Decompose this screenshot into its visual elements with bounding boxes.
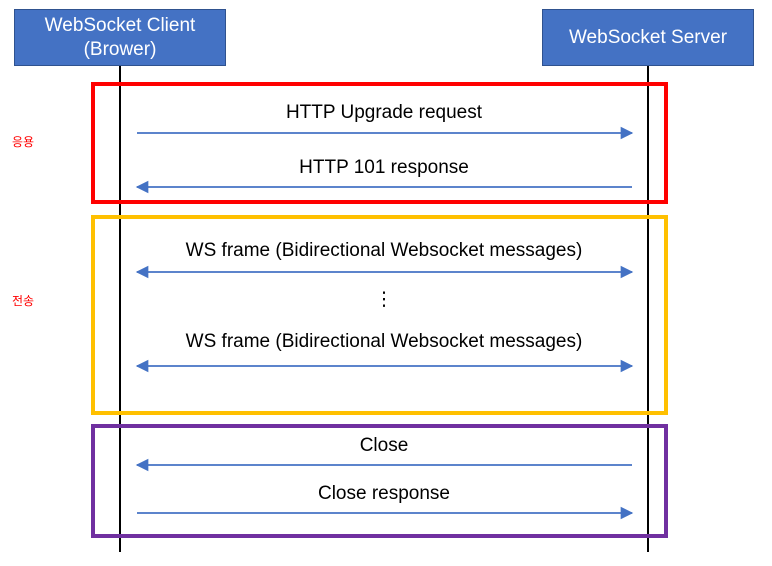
continuation-ellipsis: ⋮ <box>374 289 394 310</box>
transfer-frame <box>91 215 668 415</box>
close-frame <box>91 424 668 538</box>
client-lifeline <box>119 66 121 552</box>
transfer-phase-label: 전송 <box>12 294 35 308</box>
client-participant: WebSocket Client (Brower) <box>14 9 226 66</box>
server-participant: WebSocket Server <box>542 9 754 66</box>
close-label: Close <box>359 435 409 456</box>
ws-frame-label-2: WS frame (Bidirectional Websocket messag… <box>185 331 583 352</box>
upgrade-request-label: HTTP Upgrade request <box>285 102 483 123</box>
close-response-label: Close response <box>317 483 451 504</box>
ws-frame-label-1: WS frame (Bidirectional Websocket messag… <box>185 240 583 261</box>
handshake-frame <box>91 82 668 204</box>
server-lifeline <box>647 66 649 552</box>
upgrade-response-label: HTTP 101 response <box>299 157 469 178</box>
handshake-phase-label: 응용 <box>12 135 35 149</box>
